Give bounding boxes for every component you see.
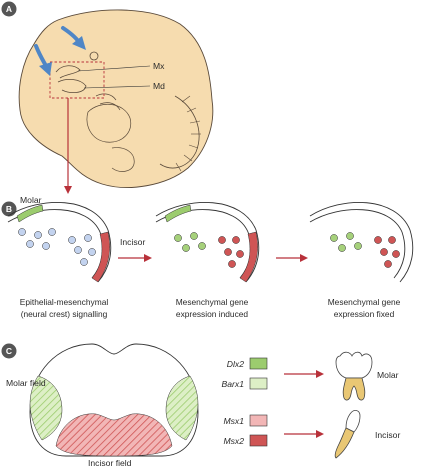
stage-2-jaw [155, 201, 260, 283]
pharyngeal-arches [95, 93, 121, 111]
stage-2-molar-band [164, 204, 192, 223]
stage-1-molar-band [16, 204, 44, 223]
legend-label-dlx2: Dlx2 [227, 359, 244, 369]
caption-stage-1-line-2: (neural crest) signalling [21, 309, 108, 319]
legend-item-barx1: Barx1 [222, 377, 268, 390]
incisor-field-label: Incisor field [88, 458, 132, 468]
molar-tooth-label: Molar [377, 370, 399, 380]
mx-leader-line [77, 65, 151, 72]
md-label: Md [153, 81, 165, 91]
incisor-root [334, 427, 355, 459]
embryo-outline [18, 9, 214, 188]
legend-label-barx1: Barx1 [222, 379, 245, 389]
caption-stage-1-line-1: Epithelial-mesenchymal [20, 297, 109, 307]
md-leader-line [83, 85, 151, 89]
stage-3-jaw [309, 201, 414, 283]
legend-label-msx1: Msx1 [223, 416, 244, 426]
panel-c: C Molar field Incisor field Dlx2 Barx1 M… [1, 343, 400, 468]
stage-2-epithelium [155, 201, 260, 283]
molar-crown [335, 351, 373, 379]
molar-field-left [29, 375, 63, 441]
caption-stage-2-line-1: Mesenchymal gene [176, 297, 249, 307]
blue-arrow-upper-head [72, 36, 86, 50]
molar-roots [342, 377, 366, 401]
incisor-label: Incisor [120, 237, 145, 247]
molar-label: Molar [20, 195, 42, 205]
molar-field-right [165, 375, 199, 441]
stage-3-inner-edge [309, 209, 406, 279]
panel-a: A Mx Md [1, 1, 214, 194]
stage-2-green-dots [174, 232, 206, 252]
stage-3-red-dots [374, 236, 400, 268]
optic-vesicle [89, 51, 99, 61]
blue-arrow-lower-head [39, 62, 52, 76]
region-of-interest-box [49, 61, 105, 99]
mx-label: Mx [153, 61, 165, 71]
panel-b-badge: B [1, 201, 17, 217]
stage-1-incisor-band [91, 231, 110, 283]
heart-bulge [86, 104, 132, 143]
gene-legend: Dlx2 Barx1 Msx1 Msx2 [222, 357, 268, 447]
incisor-field-region [55, 413, 173, 457]
caption-stage-3-line-2: expression fixed [334, 309, 395, 319]
panel-b: B Molar Incisor [1, 195, 414, 319]
legend-item-dlx2: Dlx2 [227, 357, 268, 370]
legend-swatch-msx1 [249, 414, 268, 427]
incisor-crown [345, 410, 361, 433]
stage-1-jaw [7, 201, 112, 283]
panel-c-letter: C [6, 346, 12, 356]
maxillary-process [55, 65, 81, 79]
caption-stage-3-line-1: Mesenchymal gene [328, 297, 401, 307]
stage-2-incisor-band [239, 231, 258, 283]
legend-swatch-dlx2 [249, 357, 268, 370]
molar-field-label: Molar field [6, 378, 46, 388]
incisor-tooth-label: Incisor [375, 430, 400, 440]
legend-label-msx2: Msx2 [223, 436, 244, 446]
mandibular-process [57, 78, 87, 94]
panel-b-letter: B [6, 204, 12, 214]
legend-item-msx2: Msx2 [223, 434, 268, 447]
legend-swatch-barx1 [249, 377, 268, 390]
stage-1-mesenchyme-dots [18, 228, 96, 266]
limb-bud [111, 147, 135, 172]
stage-1-epithelium [7, 201, 112, 283]
legend-item-msx1: Msx1 [223, 414, 268, 427]
caption-stage-2-line-2: expression induced [176, 309, 249, 319]
stage-3-green-dots [330, 232, 362, 252]
stage-2-red-dots [218, 236, 244, 268]
panel-a-letter: A [6, 4, 12, 14]
embryo-tail [159, 95, 200, 169]
panel-c-badge: C [1, 343, 17, 359]
somite-lines [175, 95, 201, 172]
incisor-tooth-icon [334, 410, 361, 459]
molar-tooth-icon [335, 351, 373, 401]
legend-swatch-msx2 [249, 434, 268, 447]
stage-3-epithelium [309, 201, 414, 283]
panel-a-badge: A [1, 1, 17, 17]
